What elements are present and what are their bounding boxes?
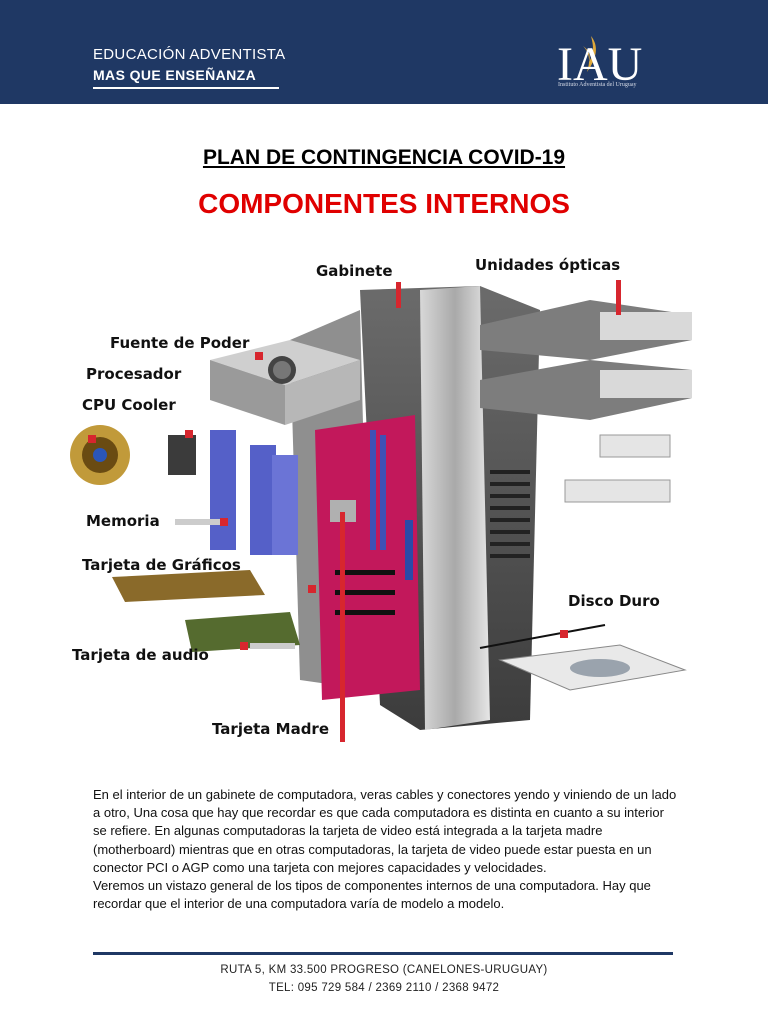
slogan-underline bbox=[93, 87, 279, 89]
sound-card bbox=[185, 612, 300, 652]
footer-divider bbox=[93, 952, 673, 955]
body-text: En el interior de un gabinete de computa… bbox=[93, 786, 678, 913]
optical-drives bbox=[480, 300, 692, 503]
label-memoria: Memoria bbox=[86, 512, 160, 530]
label-gabinete: Gabinete bbox=[316, 262, 393, 280]
label-tarjeta-audio: Tarjeta de audio bbox=[72, 646, 209, 664]
hard-drive bbox=[479, 624, 687, 691]
pc-illustration bbox=[70, 280, 692, 742]
logo-subtitle: Instituto Adventista del Uruguay bbox=[558, 82, 637, 88]
label-pointers bbox=[88, 280, 621, 742]
power-supply bbox=[210, 340, 360, 425]
document-title: PLAN DE CONTINGENCIA COVID-19 bbox=[202, 146, 566, 169]
motherboard bbox=[315, 415, 420, 700]
iau-logo: IAU bbox=[557, 36, 642, 91]
memory-modules bbox=[210, 430, 298, 555]
org-name: EDUCACIÓN ADVENTISTA bbox=[93, 46, 286, 63]
paragraph-intro: En el interior de un gabinete de computa… bbox=[93, 787, 677, 875]
footer-address: RUTA 5, KM 33.500 PROGRESO (CANELONES-UR… bbox=[220, 964, 548, 976]
label-tarjeta-madre: Tarjeta Madre bbox=[212, 720, 330, 738]
logo-text: IAU bbox=[557, 38, 642, 91]
label-disco-duro: Disco Duro bbox=[568, 592, 660, 610]
cpu-cooler bbox=[70, 425, 130, 485]
document-subtitle: COMPONENTES INTERNOS bbox=[198, 188, 570, 219]
org-slogan: MAS QUE ENSEÑANZA bbox=[93, 67, 257, 83]
components-diagram: Gabinete Unidades ópticas Fuente de Pode… bbox=[60, 250, 710, 750]
label-leaders bbox=[175, 519, 295, 649]
paragraph-overview: Veremos un vistazo general de los tipos … bbox=[93, 878, 651, 912]
graphics-card bbox=[112, 570, 265, 602]
label-fuente-de-poder: Fuente de Poder bbox=[110, 334, 250, 352]
label-procesador: Procesador bbox=[86, 365, 182, 383]
label-tarjeta-graficos: Tarjeta de Gráficos bbox=[82, 556, 241, 574]
header-banner: EDUCACIÓN ADVENTISTA MAS QUE ENSEÑANZA I… bbox=[0, 0, 768, 104]
footer-phones: TEL: 095 729 584 / 2369 2110 / 2368 9472 bbox=[268, 982, 500, 994]
label-unidades-opticas: Unidades ópticas bbox=[475, 256, 621, 274]
label-cpu-cooler: CPU Cooler bbox=[82, 396, 176, 414]
processor-chip bbox=[168, 435, 196, 475]
